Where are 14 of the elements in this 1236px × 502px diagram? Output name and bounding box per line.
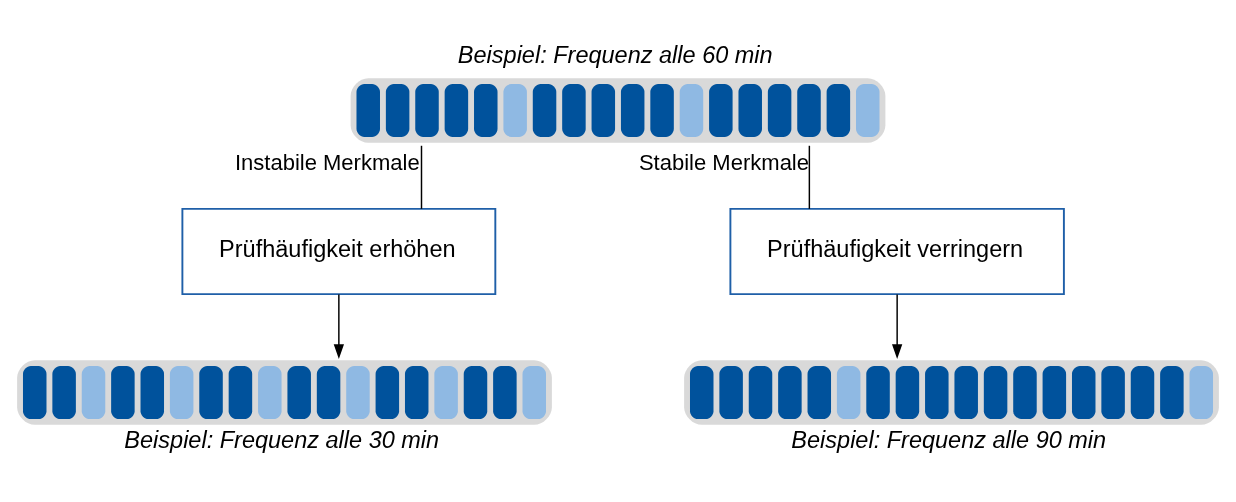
- edge-label: Instabile Merkmale: [234, 149, 420, 175]
- node-box: Prüfhäufigkeit erhöhen: [181, 207, 497, 295]
- connector: [808, 144, 811, 210]
- arrow: [892, 293, 903, 359]
- node-label: Beispiel: Frequenz alle 60 min: [457, 41, 773, 68]
- node-label: Beispiel: Frequenz alle 30 min: [124, 426, 440, 453]
- node-bar: [684, 359, 1219, 425]
- connector: [420, 144, 423, 210]
- node-bar: [17, 359, 552, 425]
- node-bar: [350, 77, 886, 143]
- edge-label: Stabile Merkmale: [638, 149, 810, 175]
- arrow: [333, 293, 344, 359]
- node-label: Beispiel: Frequenz alle 90 min: [791, 426, 1107, 453]
- node-box: Prüfhäufigkeit verringern: [729, 207, 1065, 295]
